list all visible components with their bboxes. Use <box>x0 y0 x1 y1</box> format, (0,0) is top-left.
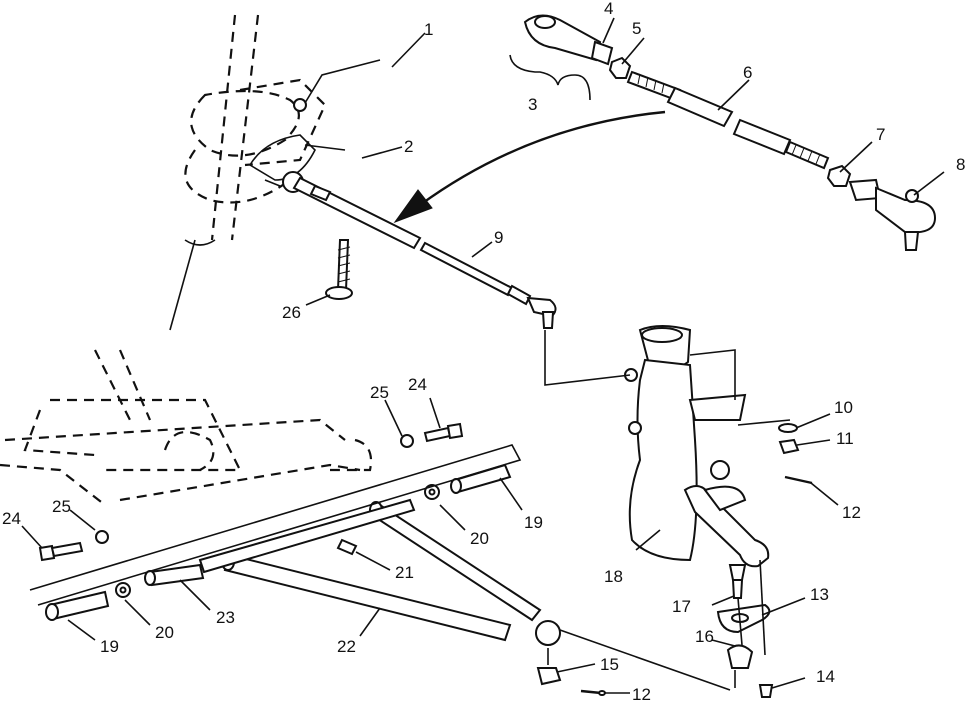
callout-23: 23 <box>216 608 235 627</box>
callout-10: 10 <box>834 398 853 417</box>
nut-11 <box>778 438 800 455</box>
callout-24-right: 24 <box>408 375 427 394</box>
bracket-3 <box>509 54 591 101</box>
callout-18: 18 <box>604 567 623 586</box>
frame <box>0 349 373 506</box>
steering-post <box>169 14 300 331</box>
callout-5: 5 <box>632 19 641 38</box>
callout-19-left: 19 <box>100 637 119 656</box>
callout-22: 22 <box>337 637 356 656</box>
callout-25-left: 25 <box>52 497 71 516</box>
callout-8: 8 <box>956 155 965 174</box>
callout-21: 21 <box>395 563 414 582</box>
orientation-arrow <box>393 110 666 224</box>
assembly-lines <box>264 59 791 691</box>
screw-26 <box>325 239 353 300</box>
jam-nut-7 <box>826 164 852 187</box>
jam-nut-5 <box>608 56 632 79</box>
callout-9: 9 <box>494 228 503 247</box>
callout-4: 4 <box>604 0 613 18</box>
callout-15: 15 <box>600 655 619 674</box>
callout-1: 1 <box>424 20 433 39</box>
callout-20-right: 20 <box>470 529 489 548</box>
washer-20 <box>115 484 440 598</box>
pitman-arm <box>239 78 327 167</box>
callout-25-right: 25 <box>370 383 389 402</box>
washer-25 <box>95 434 414 544</box>
tie-rod-9 <box>282 171 557 329</box>
nut-15 <box>536 667 562 686</box>
adjuster-rod-6 <box>626 70 830 170</box>
callout-26: 26 <box>282 303 301 322</box>
washer-10 <box>778 423 798 433</box>
grease-zerk-21 <box>336 538 358 556</box>
tie-rod-end-4 <box>523 14 614 66</box>
bracket-plate-13 <box>716 603 771 634</box>
callout-6: 6 <box>743 63 752 82</box>
callout-14: 14 <box>816 667 835 686</box>
ball-joint-16 <box>726 644 754 669</box>
callout-19-right: 19 <box>524 513 543 532</box>
bolt-24 <box>38 422 464 562</box>
bolt-17 <box>728 564 747 599</box>
a-arm-22 <box>198 498 561 646</box>
callout-12-lower: 12 <box>632 685 651 704</box>
bolt-14 <box>758 684 774 698</box>
callout-11: 11 <box>836 429 854 448</box>
callout-20-left: 20 <box>155 623 174 642</box>
callout-24-left: 24 <box>2 509 21 528</box>
callout-17: 17 <box>672 597 691 616</box>
lower-rail <box>29 444 522 606</box>
callout-2: 2 <box>404 137 413 156</box>
a-arm-bushing-23 <box>144 563 205 587</box>
callout-7: 7 <box>876 125 885 144</box>
callout-13: 13 <box>810 585 829 604</box>
spindle-18 <box>624 325 770 568</box>
callout-3: 3 <box>528 95 537 114</box>
tie-rod-end-8 <box>848 178 937 251</box>
callout-16: 16 <box>695 627 714 646</box>
callout-leaders <box>21 17 945 694</box>
callout-12-upper: 12 <box>842 503 861 522</box>
